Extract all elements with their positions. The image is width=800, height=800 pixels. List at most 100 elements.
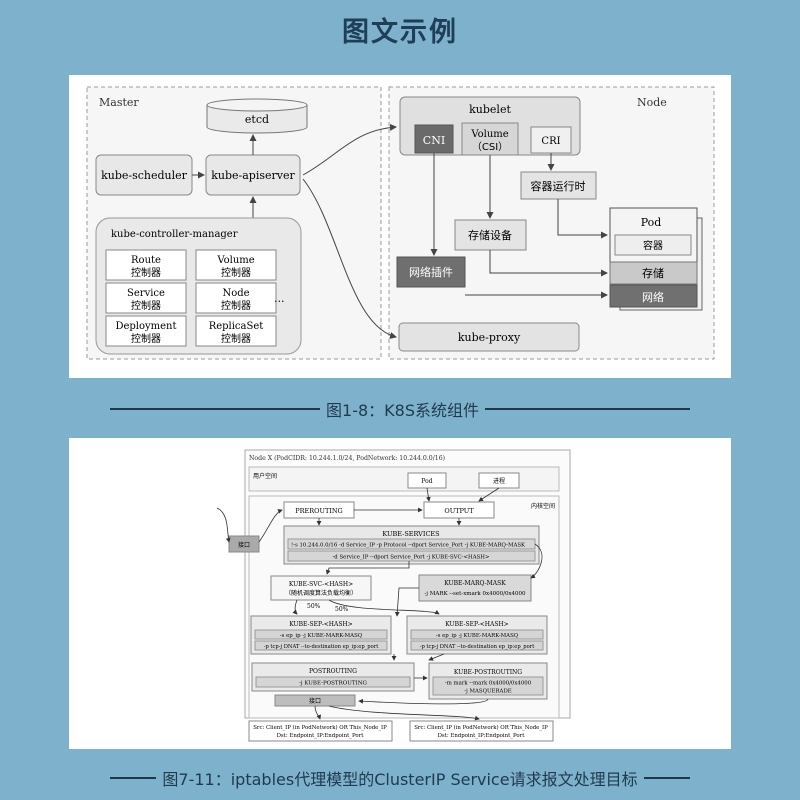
dst-right-line2: Dst: Endpoint_IP:Endpoint_Port <box>438 733 526 739</box>
etcd-cylinder <box>206 98 308 134</box>
node-label: Node <box>637 96 667 109</box>
page-title: 图文示例 <box>342 17 458 48</box>
kube-marq-box <box>418 574 532 602</box>
kube-proxy-box <box>398 322 580 352</box>
postrouting-rule-row <box>255 676 411 688</box>
node-arrows <box>302 123 608 339</box>
caption-rule-left <box>110 408 321 410</box>
iptables-flow-diagram: Node X (PodCIDR: 10.244.1.0/24, PodNetwo… <box>69 438 731 749</box>
flow-arrows <box>216 487 543 721</box>
controller-manager-label: kube-controller-manager <box>111 229 238 240</box>
caption-rule-left <box>110 777 157 779</box>
kube-services-label: KUBE-SERVICES <box>382 530 439 538</box>
kube-svc-sub: （随机调度算法负载均衡） <box>285 589 357 597</box>
user-space-label: 用户空间 <box>253 472 277 480</box>
dst-left-line2: Dst: Endpoint_IP:Endpoint_Port <box>277 733 365 739</box>
csi-label: （CSI） <box>472 141 508 153</box>
kube-postrouting-rules-row <box>432 676 544 696</box>
controller-box <box>195 249 277 281</box>
kube-marq-label: KUBE-MARQ-MASK <box>444 580 506 587</box>
kube-proxy-label: kube-proxy <box>458 331 521 344</box>
interface-in-label: 接口 <box>238 541 250 549</box>
kube-sep-right-rule1: -s ep_ip -j KUBE-MARK-MASQ <box>436 633 519 639</box>
controller-box <box>105 249 187 281</box>
cri-label: CRI <box>541 136 560 147</box>
controller-box <box>105 282 187 314</box>
controller-sub: 控制器 <box>131 332 161 345</box>
kube-svc-label: KUBE-SVC-<HASH> <box>289 581 353 588</box>
kube-apiserver-label: kube-apiserver <box>211 169 295 182</box>
figure1-caption-text: 图1-8：K8S系统组件 <box>326 401 479 420</box>
kpost-rule2: -j MASQUERADE <box>464 689 511 695</box>
figure2-caption-text: 图7-11：iptables代理模型的ClusterIP Service请求报文… <box>162 770 638 789</box>
pod-label: Pod <box>421 478 432 485</box>
controller-name: Deployment <box>115 321 176 332</box>
controller-sub: 控制器 <box>221 332 251 345</box>
k8s-components-svg: Master etcd kube-scheduler kube-apiserve… <box>86 86 715 360</box>
kube-svc-box <box>270 575 372 601</box>
kube-sep-right-rule2: -p tcp-j DNAT --to-destination ep_ip:ep_… <box>420 644 535 650</box>
k8s-components-diagram: Master etcd kube-scheduler kube-apiserve… <box>69 75 731 378</box>
kube-sep-left-rule2: -p tcp-j DNAT --to-destination ep_ip:ep_… <box>264 644 379 650</box>
postrouting-label: POSTROUTING <box>309 668 357 675</box>
volume-label: Volume <box>470 129 508 140</box>
cni-box <box>414 124 454 154</box>
caption-rule-right <box>643 777 690 779</box>
kube-scheduler-label: kube-scheduler <box>101 169 188 182</box>
cri-box <box>530 126 572 154</box>
storage-box <box>609 261 698 285</box>
container-box <box>614 234 692 256</box>
cni-label: CNI <box>423 134 445 147</box>
pod-label: Pod <box>641 216 662 229</box>
network-label: 网络 <box>642 290 664 304</box>
container-runtime-box <box>520 171 597 200</box>
container-label: 容器 <box>643 239 663 252</box>
kube-services-rule2-row <box>287 550 536 562</box>
interface-out-label: 接口 <box>309 697 321 705</box>
controller-box <box>195 315 277 347</box>
figure2-caption: 图7-11：iptables代理模型的ClusterIP Service请求报文… <box>0 764 800 792</box>
kube-sep-right-title: KUBE-SEP-<HASH> <box>445 621 508 628</box>
controller-sub: 控制器 <box>221 299 251 312</box>
volume-box <box>461 122 519 156</box>
kube-sep-left-rule1: -s ep_ip -j KUBE-MARK-MASQ <box>280 633 363 639</box>
network-plugin-box <box>396 256 466 288</box>
kube-postrouting-label: KUBE-POSTROUTING <box>454 669 522 676</box>
container-runtime-label: 容器运行时 <box>531 179 586 193</box>
etcd-label: etcd <box>245 113 269 126</box>
controller-name: Node <box>222 288 249 299</box>
kube-services-rule2: -d Service_IP --dport Service_Port -j KU… <box>332 555 489 561</box>
controller-name: Volume <box>216 255 254 266</box>
process-label: 进程 <box>493 477 505 485</box>
kube-sep-left-rule1-row <box>254 629 388 640</box>
kube-sep-right-rule2-row <box>410 640 544 651</box>
storage-device-box <box>454 219 527 251</box>
dst-left-line1: Src: Client_IP (in PodNetwork) OR This_N… <box>253 724 387 731</box>
dst-right-line1: Src: Client_IP (in PodNetwork) OR This_N… <box>414 724 548 731</box>
network-plugin-label: 网络插件 <box>409 265 453 279</box>
kernel-space-label: 内核空间 <box>531 502 555 510</box>
controller-box <box>195 282 277 314</box>
controller-sub: 控制器 <box>131 299 161 312</box>
figure1-caption: 图1-8：K8S系统组件 <box>0 395 800 423</box>
kube-sep-right-rule1-row <box>410 629 544 640</box>
controller-sub: 控制器 <box>221 266 251 279</box>
pct-right: 50% <box>335 606 349 613</box>
kube-sep-left-rule2-row <box>254 640 388 651</box>
postrouting-rule: -j KUBE-POSTROUTING <box>299 681 367 687</box>
node-x-header: Node X (PodCIDR: 10.244.1.0/24, PodNetwo… <box>249 455 445 462</box>
dst-left-box <box>248 720 393 742</box>
network-box <box>609 284 698 308</box>
dst-right-box <box>409 720 554 742</box>
controller-sub: 控制器 <box>131 266 161 279</box>
storage-label: 存储 <box>642 266 664 280</box>
master-label: Master <box>99 96 139 109</box>
controller-name: Service <box>127 288 165 299</box>
controller-box <box>105 315 187 347</box>
kpost-rule1: -m mark --mark 0x4000/0x4000 <box>445 681 532 687</box>
controller-name: ReplicaSet <box>209 321 264 332</box>
controller-name: Route <box>131 255 161 266</box>
output-label: OUTPUT <box>444 507 474 515</box>
kube-services-rule1: !-s 10.244.0.0/16 -d Service_IP -p Proto… <box>291 543 526 549</box>
kube-marq-rule: -j MARK --set-xmark 0x4000/0x4000 <box>424 591 526 597</box>
